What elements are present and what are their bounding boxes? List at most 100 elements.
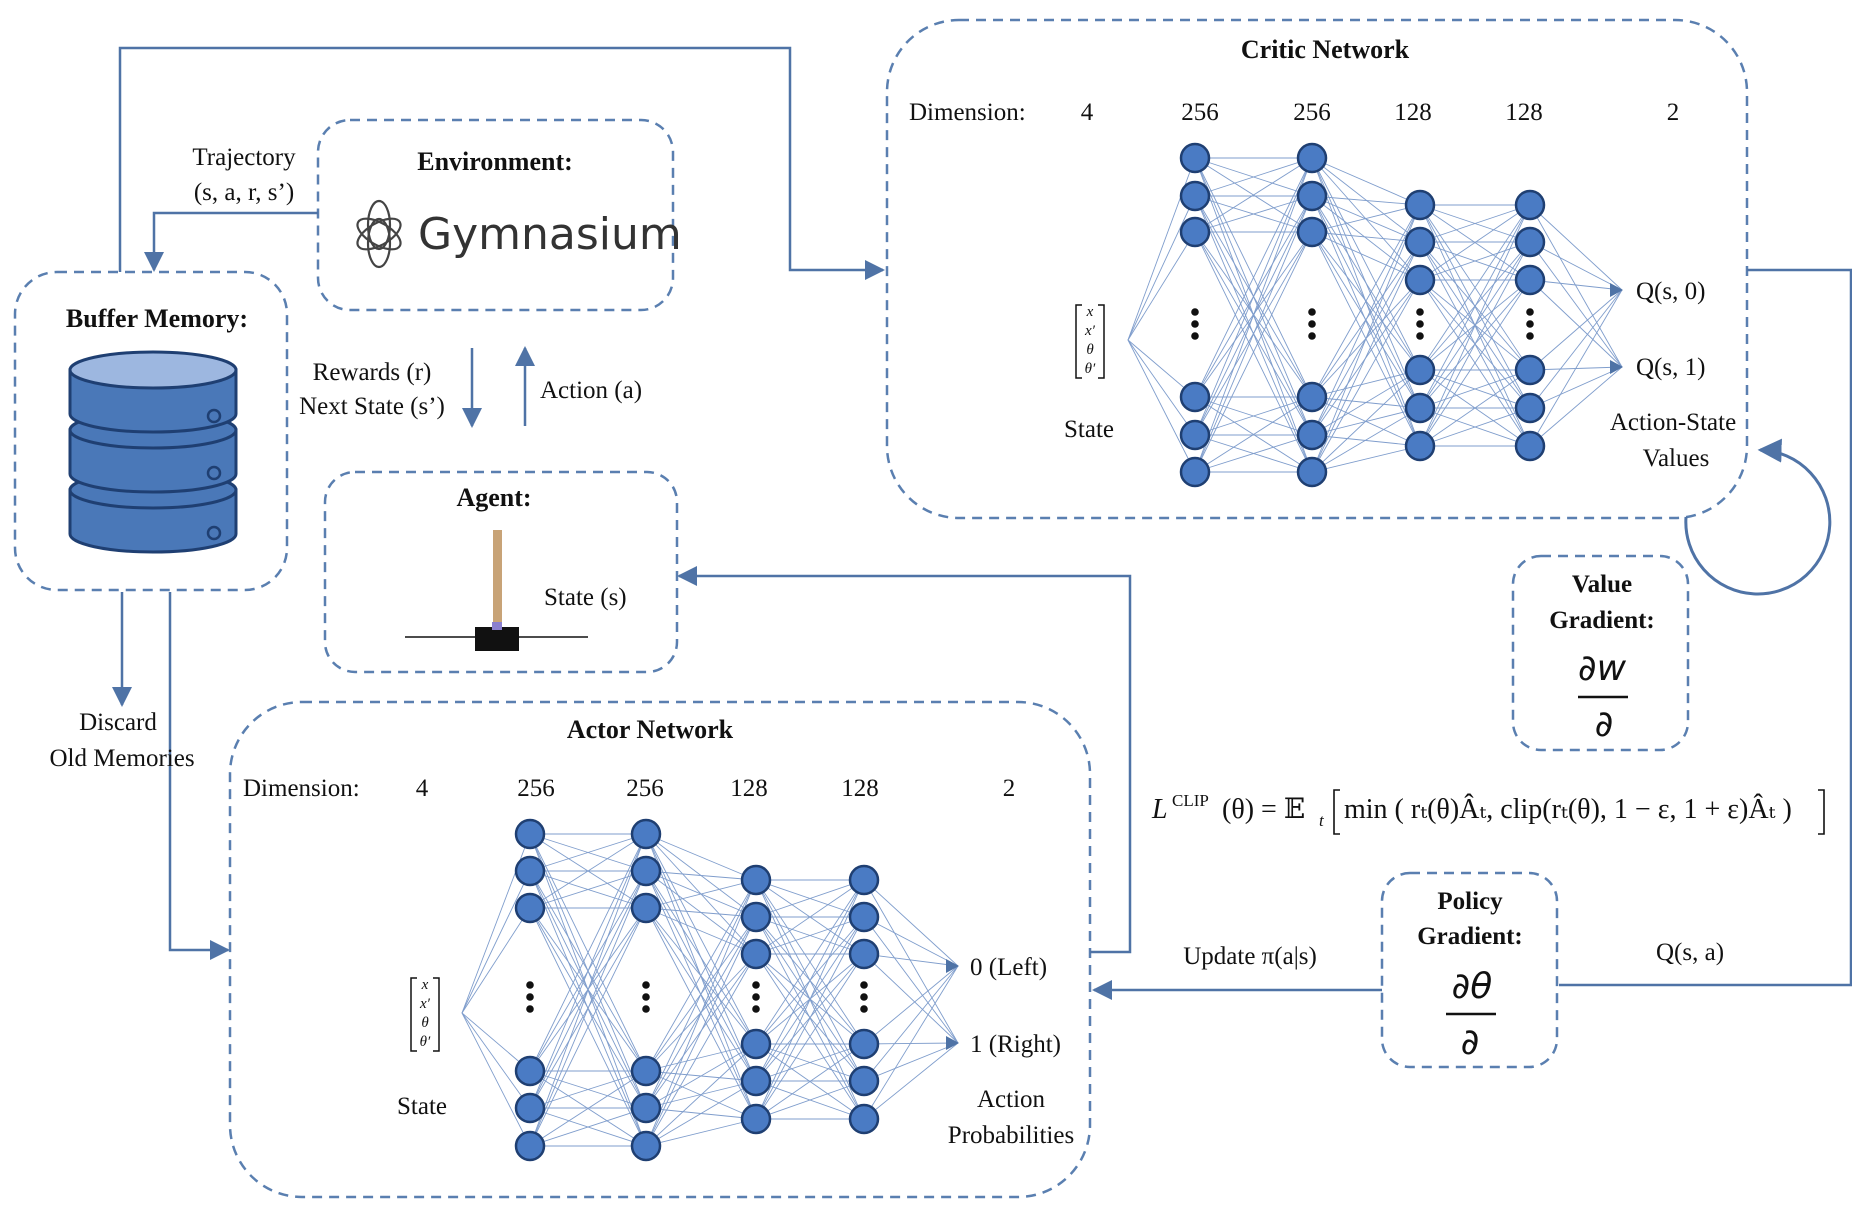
actor-edge — [645, 953, 757, 1147]
critic-output-q0: Q(s, 0) — [1636, 278, 1705, 305]
critic-output-arrowhead — [1610, 360, 1623, 374]
actor-dimension-label: Dimension: — [243, 775, 360, 802]
critic-edge — [1194, 157, 1313, 398]
actor-neuron — [848, 1065, 880, 1097]
critic-edge — [1311, 204, 1421, 436]
actor-edge — [645, 833, 757, 881]
critic-edge — [1419, 204, 1531, 243]
actor-edge — [645, 1043, 757, 1147]
critic-neuron — [1514, 264, 1546, 296]
critic-ellipsis-dot — [1308, 320, 1316, 328]
critic-edge — [1419, 407, 1531, 447]
critic-edge — [1419, 204, 1531, 409]
buffer-to-critic-connector — [118, 46, 885, 280]
actor-ellipsis-dot — [642, 993, 650, 1001]
actor-ellipsis-dot — [642, 1005, 650, 1013]
actor-edge — [529, 833, 647, 872]
critic-edge — [1311, 407, 1421, 473]
critic-ellipsis-dot — [1526, 332, 1534, 340]
critic-edge — [1194, 157, 1313, 197]
critic-ellipsis-dot — [1416, 308, 1424, 316]
critic-edge — [1194, 157, 1313, 436]
actor-edge — [645, 1043, 757, 1072]
critic-neuron — [1179, 216, 1211, 248]
discard-label-line2: Old Memories — [49, 745, 194, 772]
critic-neuron — [1179, 142, 1211, 174]
actor-network-nodes — [514, 818, 959, 1162]
actor-neuron — [740, 1028, 772, 1060]
actor-neuron — [740, 901, 772, 933]
critic-state-x: x — [1086, 304, 1094, 320]
actor-edge — [461, 907, 531, 1014]
actor-state-vector: x x′ θ θ′ — [410, 977, 440, 1052]
critic-edge — [1127, 195, 1196, 341]
critic-edge — [1311, 231, 1421, 281]
actor-output-caption-line2: Probabilities — [948, 1122, 1074, 1149]
actor-dim-output: 2 — [1003, 775, 1016, 802]
actor-edge — [529, 907, 647, 1147]
critic-network-edges — [1127, 157, 1623, 473]
critic-neuron — [1404, 354, 1436, 386]
actor-edge — [529, 833, 647, 1109]
critic-ellipsis-dot — [1526, 308, 1534, 316]
critic-dim-output: 2 — [1667, 99, 1680, 126]
actor-edge — [863, 953, 959, 1044]
critic-edge — [1419, 279, 1531, 447]
actor-dim-hidden-3: 128 — [730, 775, 768, 802]
critic-ellipsis-dot — [1526, 320, 1534, 328]
actor-edge — [461, 1012, 531, 1147]
actor-output-left: 0 (Left) — [970, 954, 1047, 981]
actor-edge — [755, 1043, 865, 1120]
critic-edge — [1529, 289, 1623, 447]
actor-edge — [755, 879, 865, 918]
formula-expectation-subscript: t — [1319, 811, 1325, 830]
critic-edge — [1529, 241, 1623, 291]
critic-ellipsis-dot — [1191, 308, 1199, 316]
formula-lhs-superscript: CLIP — [1172, 791, 1209, 810]
critic-dimension-values: 4 256 256 128 128 2 — [1081, 99, 1680, 126]
value-gradient-denominator: ∂ — [1595, 704, 1614, 745]
critic-edge — [1311, 195, 1421, 281]
actor-edge — [645, 1080, 757, 1147]
actor-ellipsis-dot — [642, 981, 650, 989]
critic-edge — [1529, 204, 1623, 368]
critic-edge — [1311, 195, 1421, 409]
actor-ellipsis-dot — [752, 993, 760, 1001]
trajectory-label-line2: (s, a, r, s’) — [194, 179, 294, 206]
critic-edge — [1419, 241, 1531, 281]
critic-neuron — [1179, 419, 1211, 451]
actor-edge — [863, 953, 959, 967]
critic-edge — [1529, 289, 1623, 371]
critic-edge — [1311, 369, 1421, 436]
critic-output-arrowhead — [1610, 283, 1623, 297]
actor-neuron — [630, 892, 662, 924]
critic-ellipsis-dot — [1416, 320, 1424, 328]
critic-edge — [1529, 279, 1623, 368]
critic-edge — [1311, 204, 1421, 233]
actor-edge — [645, 907, 757, 918]
value-gradient-title-line1: Value — [1572, 571, 1632, 598]
critic-ellipsis-dot — [1191, 332, 1199, 340]
policy-gradient-numerator: ∂θ — [1452, 966, 1493, 1007]
actor-ellipsis-dot — [860, 981, 868, 989]
actor-edge — [529, 870, 647, 1147]
critic-edge — [1194, 231, 1313, 473]
actor-edge — [461, 1012, 531, 1109]
actor-neuron — [740, 1065, 772, 1097]
critic-edge — [1311, 195, 1421, 243]
critic-neuron — [1514, 189, 1546, 221]
policy-gradient-title-line1: Policy — [1437, 888, 1503, 915]
formula-open-bracket — [1333, 789, 1340, 835]
critic-neuron — [1296, 419, 1328, 451]
actor-state-label: State — [397, 1093, 447, 1120]
critic-ellipsis-dot — [1416, 332, 1424, 340]
actor-neuron — [848, 901, 880, 933]
actor-neuron — [514, 818, 546, 850]
critic-to-policy-connector — [1559, 268, 1852, 987]
actor-to-agent-connector — [677, 566, 1132, 954]
discard-label-line1: Discard — [79, 709, 157, 736]
actor-output-arrowhead — [946, 1036, 959, 1050]
critic-output-caption-line2: Values — [1643, 445, 1710, 472]
actor-edge — [645, 879, 757, 909]
actor-edge — [529, 1070, 647, 1147]
